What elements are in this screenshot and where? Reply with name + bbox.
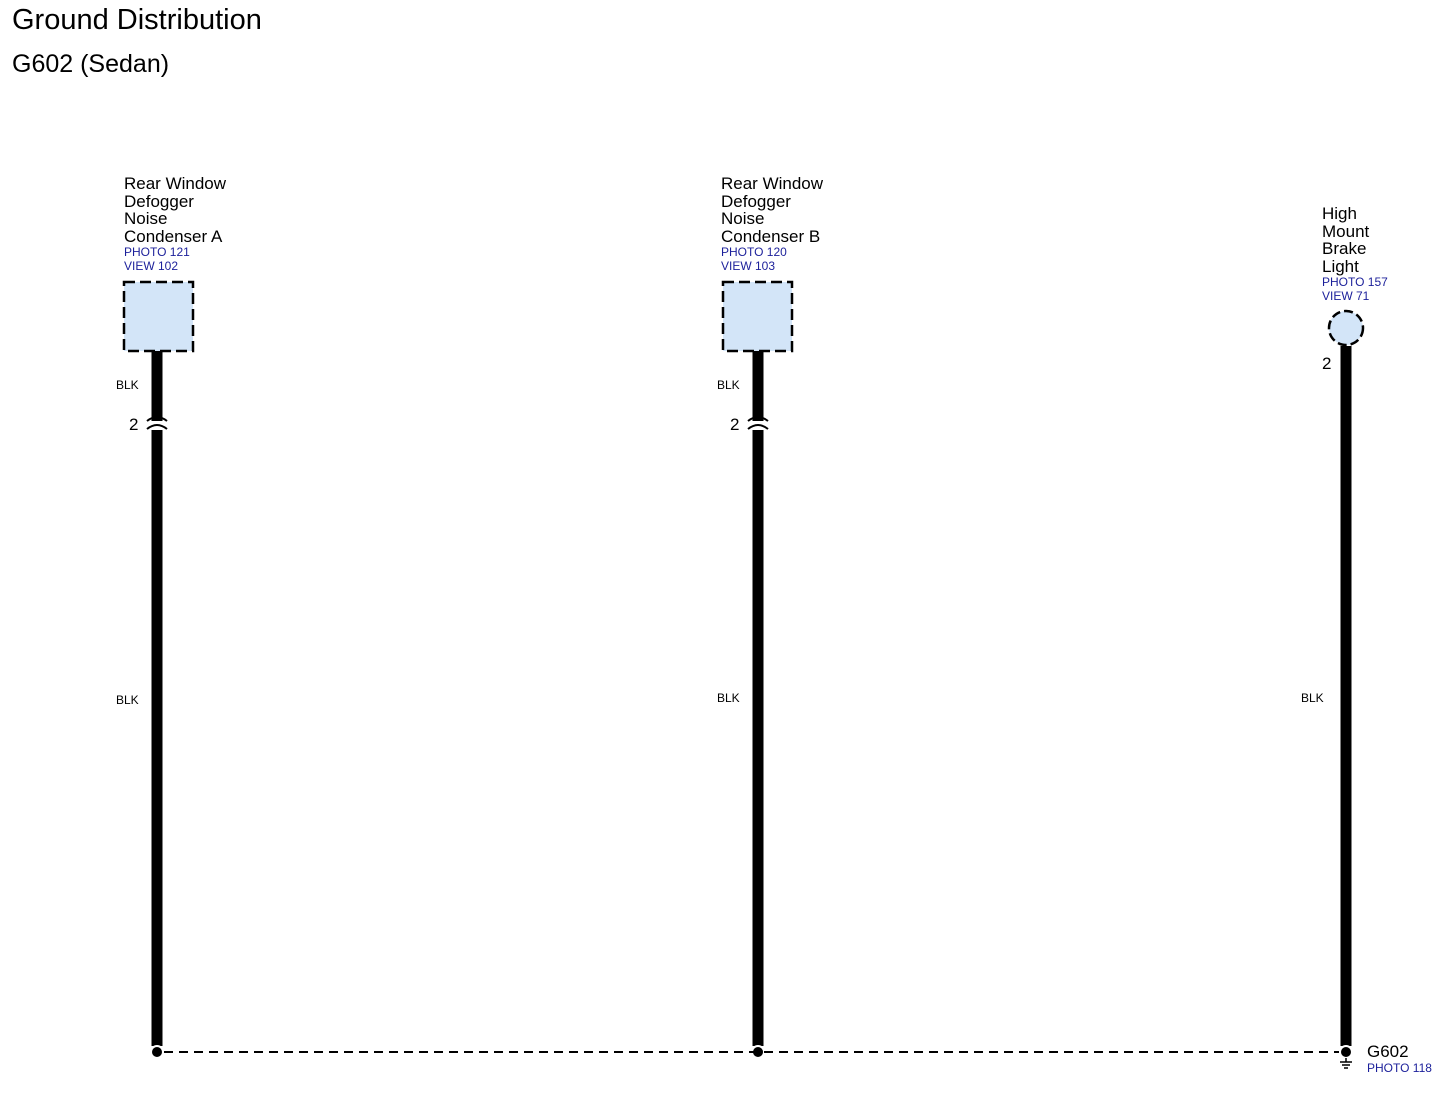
page-subtitle: G602 (Sedan) xyxy=(12,50,170,78)
condenser-a-view-link[interactable]: VIEW 102 xyxy=(124,258,179,273)
brake-light-pin-number: 2 xyxy=(1322,354,1332,373)
condenser-a-connector-icon xyxy=(146,416,168,430)
brake-light-name-line: Mount xyxy=(1322,221,1370,241)
condenser-a-name-line: Noise xyxy=(124,209,168,228)
condenser-b-wire-color-lower: BLK xyxy=(717,691,740,705)
brake-light-component-icon[interactable] xyxy=(1327,309,1365,347)
condenser-a-photo-link[interactable]: PHOTO 121 xyxy=(124,245,190,259)
condenser-b-label: Rear Window Defogger Noise Condenser B P… xyxy=(721,175,823,273)
condenser-a-label: Rear Window Defogger Noise Condenser A P… xyxy=(124,175,226,273)
condenser-a-wire-color-lower: BLK xyxy=(116,693,139,707)
ground-label: G602 PHOTO 118 xyxy=(1367,1042,1432,1075)
condenser-a-pin-number: 2 xyxy=(129,415,139,434)
brake-light-wire-color: BLK xyxy=(1301,691,1324,705)
condenser-b-wire-color-upper: BLK xyxy=(717,378,740,392)
condenser-b-pin-number: 2 xyxy=(730,415,740,434)
condenser-b-name-line: Defogger xyxy=(721,191,791,211)
condenser-b-component-icon[interactable] xyxy=(721,280,794,353)
condenser-a-name-line: Defogger xyxy=(124,191,194,211)
condenser-b-view-link[interactable]: VIEW 103 xyxy=(721,258,776,273)
condenser-b-photo-link[interactable]: PHOTO 120 xyxy=(721,245,787,259)
condenser-a-component-icon[interactable] xyxy=(122,280,195,353)
brake-light-label: High Mount Brake Light PHOTO 157 VIEW 71 xyxy=(1322,205,1388,303)
brake-light-name-line: Light xyxy=(1322,256,1359,276)
condenser-b-name-line: Rear Window xyxy=(721,174,824,193)
condenser-a-splice-icon xyxy=(150,1045,164,1059)
condenser-b-connector-icon xyxy=(747,416,769,430)
ground-splice-icon xyxy=(1339,1045,1353,1059)
brake-light-view-link[interactable]: VIEW 71 xyxy=(1322,288,1370,303)
ground-symbol-icon xyxy=(1340,1058,1352,1069)
condenser-a-name-line: Rear Window xyxy=(124,174,227,193)
brake-light-name-line: Brake xyxy=(1322,239,1367,258)
condenser-b-name-line: Condenser B xyxy=(721,226,821,246)
ground-photo-link[interactable]: PHOTO 118 xyxy=(1367,1061,1432,1075)
condenser-a-wire-color-upper: BLK xyxy=(116,378,139,392)
brake-light-name-line: High xyxy=(1322,204,1357,223)
condenser-a-name-line: Condenser A xyxy=(124,226,223,246)
page-title: Ground Distribution xyxy=(12,4,262,36)
ground-name: G602 xyxy=(1367,1042,1409,1061)
condenser-b-name-line: Noise xyxy=(721,209,765,228)
brake-light-photo-link[interactable]: PHOTO 157 xyxy=(1322,275,1388,289)
